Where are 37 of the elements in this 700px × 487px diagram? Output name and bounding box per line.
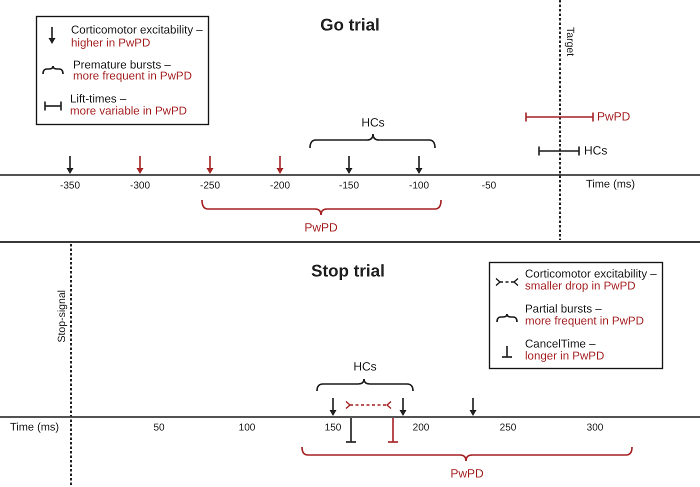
tick-label: -350 [60, 180, 80, 192]
tick-label: 200 [412, 422, 430, 434]
legend-label: Premature bursts – [73, 60, 171, 72]
tick-label: -50 [482, 180, 496, 192]
event-label: Stop-signal [56, 290, 69, 343]
legend-note: more frequent in PwPD [525, 316, 644, 328]
tick-label: -100 [409, 180, 429, 192]
tick-label: -250 [200, 180, 220, 192]
axis-title: Time (ms) [10, 422, 60, 434]
legend-label: Corticomotor excitability – [71, 24, 203, 38]
group-label: PwPD [304, 222, 338, 234]
tick-label: -300 [130, 180, 150, 192]
event-label: Target [563, 27, 576, 56]
tick-label: 250 [500, 422, 516, 434]
tick-label: 300 [586, 422, 604, 434]
legend-note: longer in PwPD [525, 350, 604, 364]
group-label: PwPD [450, 468, 484, 480]
tick-label: 150 [324, 422, 342, 434]
group-label: HCs [584, 144, 608, 158]
panel-heading: Stop trial [311, 264, 385, 278]
legend-label: Corticomotor excitability – [525, 268, 657, 281]
legend-label: CancelTime – [525, 338, 596, 351]
group-label: HCs [353, 360, 377, 374]
legend-label: Lift-times – [70, 94, 126, 106]
tick-label: 50 [153, 422, 165, 434]
legend-label: Partial bursts – [525, 304, 602, 316]
legend-note: higher in PwPD [71, 38, 150, 50]
tick-label: -150 [339, 180, 359, 192]
group-label: HCs [361, 116, 385, 130]
legend-note: more frequent in PwPD [73, 70, 192, 84]
legend-note: smaller drop in PwPD [525, 280, 636, 294]
panel-heading: Go trial [320, 18, 380, 32]
legend-note: more variable in PwPD [70, 106, 187, 118]
tick-label: -200 [270, 180, 290, 192]
axis-title: Time (ms) [586, 178, 636, 192]
tick-label: 100 [238, 422, 256, 434]
group-label: PwPD [597, 110, 630, 124]
